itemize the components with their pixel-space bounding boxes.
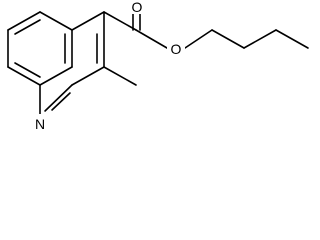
bond-methyl (103, 66, 137, 86)
bond-c4-carbonyl (103, 11, 137, 31)
double-bond-inner-bottom (14, 62, 41, 78)
ester-oxygen-label-bg (167, 40, 185, 58)
bond-c5-c4a (39, 11, 73, 31)
bond-o-c1 (184, 29, 213, 49)
bond-c8-c5 (7, 11, 41, 31)
carbonyl-oxygen-atom-label: O (132, 0, 143, 15)
pyridine-ring (39, 11, 105, 115)
bond-c2-c3 (243, 29, 277, 49)
bond-c7-c6 (7, 66, 41, 86)
nitrogen-label-bg (32, 114, 48, 132)
chemical-structure-diagram: N O O (7, 0, 309, 132)
bond-c4a-c4 (71, 11, 105, 31)
double-bond-c2-n1-inner (51, 92, 71, 111)
carbonyl-oxygen-label-bg (128, 0, 146, 14)
benzo-ring (7, 11, 73, 86)
nitrogen-atom-label: N (35, 116, 45, 132)
bond-c2-n1 (44, 84, 73, 112)
double-bond-inner-top (14, 19, 41, 35)
bond-c8a-c7 (39, 66, 73, 86)
bond-c1-c2 (211, 29, 245, 49)
bond-carbonyl-ester-o (135, 29, 168, 49)
butyl-chain (184, 29, 309, 49)
bond-c3-c2 (71, 66, 105, 86)
ester-oxygen-atom-label: O (171, 41, 182, 57)
bond-c3-c4 (275, 29, 309, 49)
